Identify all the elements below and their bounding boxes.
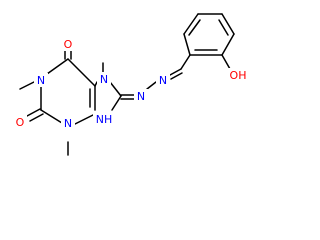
- bond-ring-4-inner: [218, 19, 229, 36]
- bond-c5-c6: [67, 58, 96, 87]
- bond-n3-c4: [74, 113, 96, 125]
- atom-hydrazone-n1: N: [137, 90, 145, 103]
- bond-ch-ring: [180, 54, 191, 70]
- atom-hydrazone-n2: N: [159, 74, 167, 87]
- atom-labels: N N N NH N N O O OH: [13, 37, 249, 130]
- bond-ring-2-inner: [188, 19, 201, 36]
- bond-ring-2: [183, 13, 199, 35]
- atom-n3: N: [64, 117, 72, 130]
- atom-n1: N: [37, 74, 45, 87]
- bond-ring-1: [183, 33, 191, 56]
- atom-n7: N: [100, 73, 108, 86]
- atom-hydroxyl: OH: [230, 69, 247, 82]
- bond-n1-methyl: [19, 81, 35, 90]
- atom-o2: O: [16, 116, 25, 129]
- bond-c2-o2: [26, 108, 41, 117]
- bond-n-ch-double: [170, 72, 183, 80]
- bond-ring-4: [221, 13, 235, 35]
- bond-c5-n7: [94, 81, 98, 87]
- atom-n9h: NH: [96, 113, 113, 126]
- molecule-structure: N N N NH N N O O OH: [13, 13, 249, 156]
- bond-c6-n1: [46, 58, 69, 75]
- bond-ring-5: [221, 33, 235, 56]
- bond-ring-oh: [221, 54, 231, 70]
- bond-n-n: [146, 81, 157, 90]
- bond-c2-n3: [40, 109, 63, 124]
- bond-c8-n9: [111, 95, 122, 111]
- atom-o6: O: [64, 38, 73, 51]
- bond-c2-o2-double: [29, 113, 44, 122]
- bond-n7-c8: [109, 81, 122, 97]
- bonds: [19, 13, 235, 156]
- bond-n-ch: [169, 68, 182, 76]
